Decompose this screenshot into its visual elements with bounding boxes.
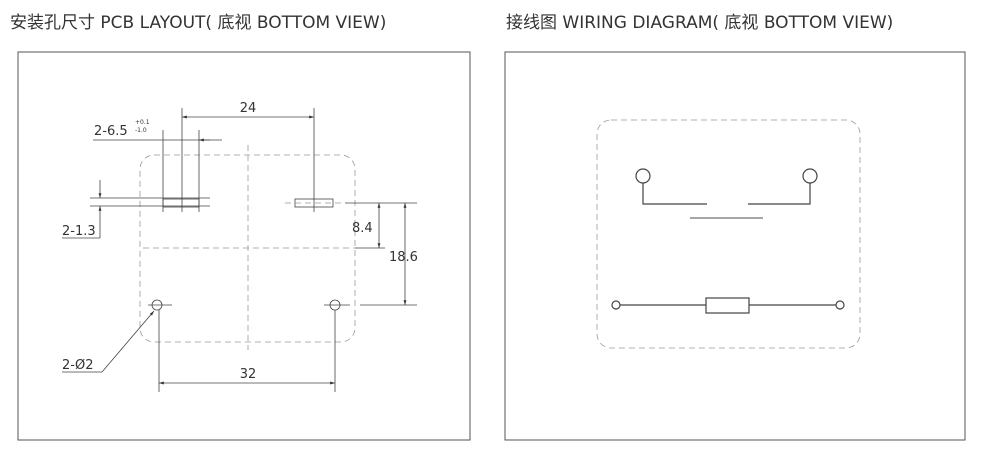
contact-left <box>642 183 707 205</box>
contact-right <box>748 183 811 205</box>
dim-18-6-label: 18.6 <box>389 250 418 265</box>
relay-outline-bottom <box>596 119 861 349</box>
pcb-layout-title: 安装孔尺寸 PCB LAYOUT( 底视 BOTTOM VIEW) <box>10 13 387 33</box>
pcb-drawing <box>62 108 417 392</box>
wiring-diagram-frame <box>504 51 966 441</box>
dim-32-label: 32 <box>240 367 257 382</box>
dim-hole-label: 2-Ø2 <box>62 358 93 373</box>
wiring-diagram-title: 接线图 WIRING DIAGRAM( 底视 BOTTOM VIEW) <box>506 13 894 33</box>
dim-24-label: 24 <box>240 101 257 116</box>
contact-terminal-right <box>802 168 818 184</box>
wiring-drawing <box>596 119 861 349</box>
contact-terminal-left <box>635 168 651 184</box>
dim-pin-width-label: 2-6.5 <box>94 124 128 139</box>
pcb-layout-frame <box>17 51 471 441</box>
dim-8-4-label: 8.4 <box>352 221 373 236</box>
coil-symbol <box>705 297 750 314</box>
dim-pin-width-tol-plus: +0.1 <box>135 119 150 126</box>
coil-terminal-right <box>835 300 845 310</box>
coil-terminal-left <box>611 300 621 310</box>
dim-slot-width-label: 2-1.3 <box>62 224 96 239</box>
relay-outline <box>139 154 356 343</box>
dim-pin-width-tol-minus: -1.0 <box>135 127 147 134</box>
